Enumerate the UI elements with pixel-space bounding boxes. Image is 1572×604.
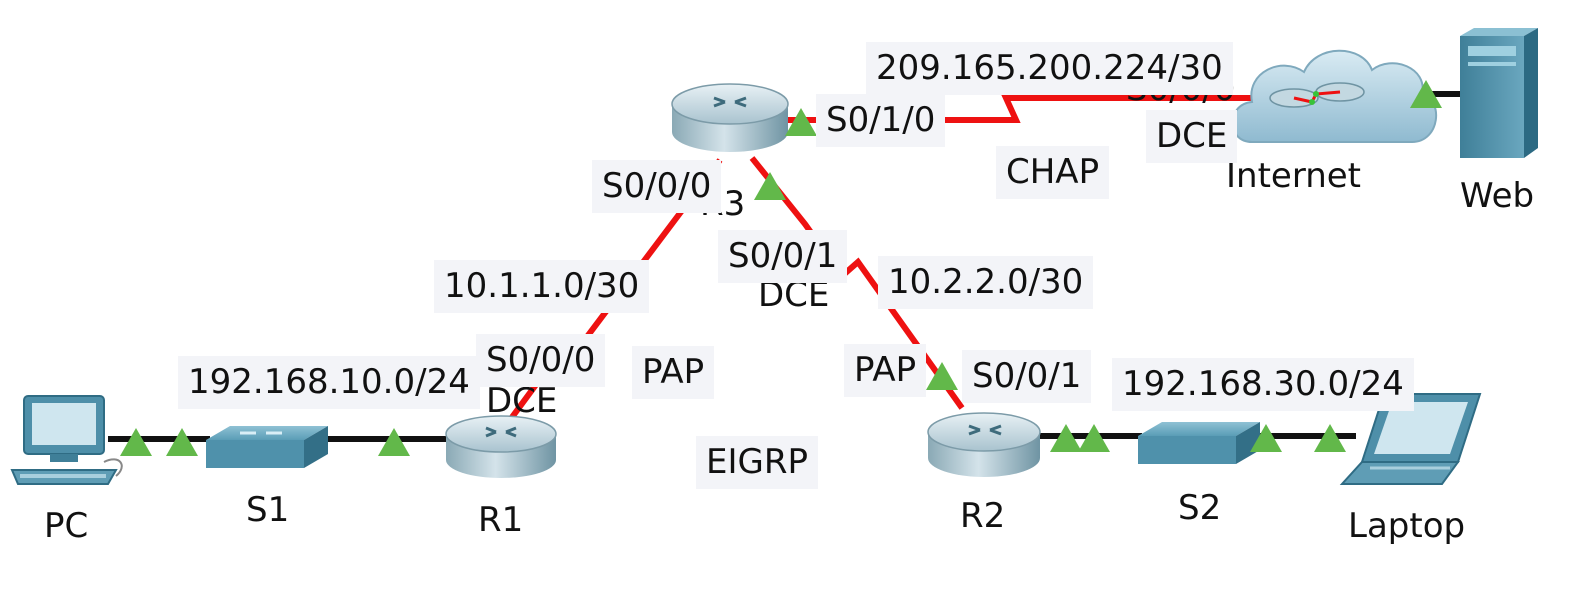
link-up-icon: [1314, 424, 1346, 452]
lan2-network-label: 192.168.30.0/24: [1112, 358, 1414, 411]
router-icon[interactable]: [445, 415, 557, 478]
switch-icon[interactable]: [206, 426, 328, 468]
link-up-icon: [785, 108, 817, 136]
chap-label: CHAP: [996, 146, 1110, 199]
laptop-icon[interactable]: [1339, 393, 1482, 485]
link-up-icon: [1078, 424, 1110, 452]
r2-r3-network-label: 10.2.2.0/30: [878, 256, 1094, 309]
device-label-pc: PC: [44, 506, 89, 546]
lan1-network-label: 192.168.10.0/24: [178, 356, 480, 409]
isp-network-label: 209.165.200.224/30: [866, 42, 1233, 95]
link-up-icon: [1050, 424, 1082, 452]
r3-s001-interface-label: S0/0/1: [718, 230, 848, 283]
r3-s010-interface-label: S0/1/0: [816, 94, 946, 147]
switch-icon[interactable]: [1138, 422, 1260, 464]
r3-s000-interface-label: S0/0/0: [592, 160, 722, 213]
link-up-icon: [120, 428, 152, 456]
server-icon[interactable]: [1460, 28, 1538, 158]
r1-dce-label: DCE: [486, 381, 558, 421]
device-label-s1: S1: [246, 490, 290, 530]
link-up-icon: [1250, 424, 1282, 452]
link-up-icon: [378, 428, 410, 456]
link-up-icon: [1410, 80, 1442, 108]
isp-dce-label: DCE: [1146, 110, 1238, 163]
router-icon[interactable]: [927, 412, 1041, 477]
cloud-icon[interactable]: [1231, 49, 1438, 143]
device-label-r2: R2: [960, 496, 1006, 536]
link-up-icon: [754, 172, 786, 200]
r2-s001-interface-label: S0/0/1: [962, 350, 1092, 403]
link-up-icon: [926, 362, 958, 390]
link-up-icon: [166, 428, 198, 456]
eigrp-label: EIGRP: [696, 436, 818, 489]
pap-label-r2-r3: PAP: [844, 344, 927, 397]
pap-label-r1-r3: PAP: [632, 346, 715, 399]
router-icon[interactable]: [671, 83, 789, 152]
r1-s000-interface-label: S0/0/0: [476, 334, 606, 387]
device-label-s2: S2: [1178, 488, 1222, 528]
pc-icon[interactable]: [10, 395, 123, 485]
link-status-indicators: [120, 80, 1442, 456]
r3-dce-label: DCE: [758, 275, 830, 315]
r1-r3-network-label: 10.1.1.0/30: [434, 260, 650, 313]
device-label-web: Web: [1460, 176, 1535, 216]
device-label-laptop: Laptop: [1348, 506, 1466, 546]
device-label-internet: Internet: [1226, 156, 1362, 196]
device-label-r1: R1: [478, 500, 524, 540]
